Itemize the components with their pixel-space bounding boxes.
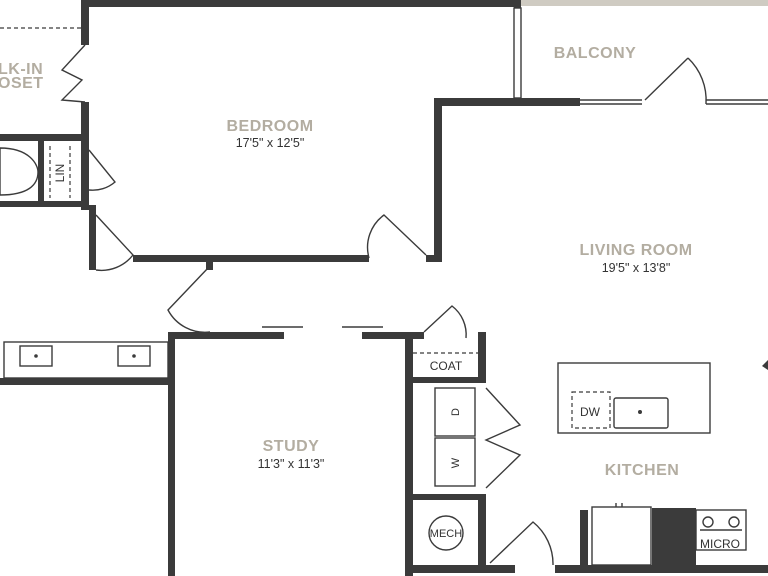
washer-label: W	[450, 457, 462, 468]
balcony-door	[580, 57, 768, 105]
linen-label: LIN	[53, 164, 67, 183]
bathtub	[0, 147, 39, 196]
bedroom-name: BEDROOM	[226, 118, 313, 135]
linen-door	[49, 146, 116, 198]
mech-door	[489, 521, 554, 566]
study-name: STUDY	[263, 438, 320, 455]
laundry-bifold-door	[484, 387, 522, 489]
washer	[434, 437, 476, 487]
mech-unit	[428, 515, 464, 551]
hall-door	[167, 267, 211, 333]
closet-name-line1: LK-IN	[0, 61, 43, 78]
study-dims: 11'3" x 11'3"	[258, 457, 325, 471]
bedroom-door	[95, 214, 427, 272]
balcony-name: BALCONY	[554, 45, 637, 62]
dryer-label: D	[450, 408, 462, 416]
closet-name-line2: OSET	[0, 75, 44, 92]
bedroom-dims: 17'5" x 12'5"	[236, 136, 305, 150]
kitchen-name: KITCHEN	[605, 462, 680, 479]
coat-label: COAT	[430, 359, 463, 373]
closet-bifold-door	[60, 44, 86, 103]
balcony-railing	[520, 0, 768, 6]
coat-door	[423, 305, 467, 339]
dishwasher-label: DW	[580, 405, 601, 419]
refrigerator	[591, 506, 652, 566]
living-room-name: LIVING ROOM	[579, 242, 692, 259]
balcony-window	[513, 7, 522, 99]
mech-label: MECH	[430, 528, 462, 540]
dishwasher-outline	[571, 391, 611, 429]
dryer	[434, 387, 476, 437]
living-room-dims: 19'5" x 13'8"	[602, 261, 671, 275]
microwave-label: MICRO	[700, 537, 740, 551]
